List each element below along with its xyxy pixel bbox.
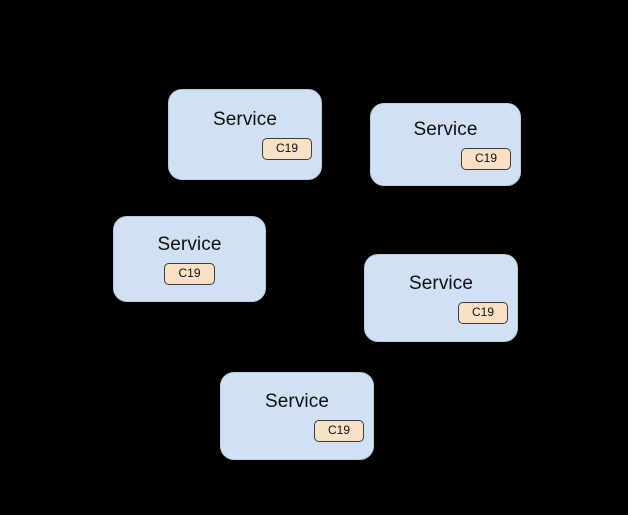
badge-row: C19 [169,138,321,160]
status-badge[interactable]: C19 [261,138,312,160]
badge-row: C19 [371,148,520,170]
service-node-1[interactable]: Service C19 [168,89,322,180]
status-badge[interactable]: C19 [457,301,508,324]
service-node-2[interactable]: Service C19 [370,103,521,186]
status-badge[interactable]: C19 [164,262,215,285]
service-node-title: Service [157,233,222,255]
service-node-title: Service [212,109,278,130]
badge-row: C19 [365,301,517,324]
service-node-title: Service [264,390,330,412]
badge-row: C19 [221,419,373,442]
service-node-title: Service [408,272,474,294]
service-node-title: Service [413,119,478,140]
badge-row: C19 [114,262,265,285]
service-node-4[interactable]: Service C19 [364,254,518,342]
service-node-3[interactable]: Service C19 [113,216,266,302]
status-badge[interactable]: C19 [460,148,511,170]
status-badge[interactable]: C19 [313,419,364,442]
service-node-5[interactable]: Service C19 [220,372,374,460]
